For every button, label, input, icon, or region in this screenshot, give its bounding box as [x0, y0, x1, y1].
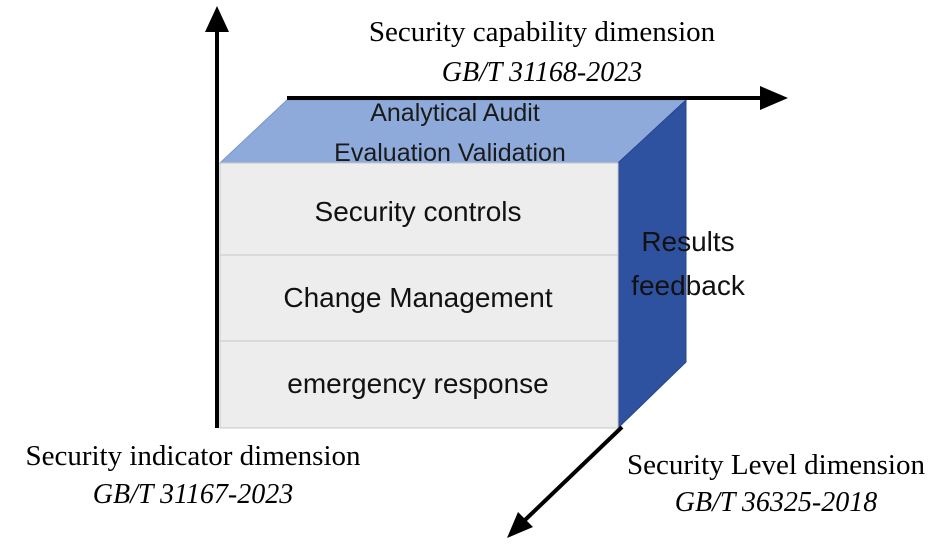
top-face-line2: Evaluation Validation: [334, 139, 566, 167]
row-emergency-response: emergency response: [287, 368, 548, 399]
capability-axis-standard: GB/T 31168-2023: [442, 57, 642, 88]
indicator-axis-title: Security indicator dimension: [25, 440, 361, 472]
capability-axis-title: Security capability dimension: [369, 16, 716, 48]
capability-axis-arrowhead: [760, 86, 788, 110]
side-face-line2: feedback: [631, 270, 746, 301]
level-axis-arrowhead: [507, 512, 533, 538]
row-security-controls: Security controls: [315, 196, 522, 227]
top-face-line1: Analytical Audit: [370, 99, 540, 127]
row-change-management: Change Management: [283, 282, 553, 313]
level-axis-title: Security Level dimension: [627, 449, 925, 481]
indicator-axis-arrowhead: [205, 6, 229, 32]
cube-front-face: [219, 162, 619, 429]
side-face-line1: Results: [641, 226, 734, 257]
level-axis-standard: GB/T 36325-2018: [675, 487, 878, 518]
indicator-axis-standard: GB/T 31167-2023: [93, 479, 293, 510]
level-axis: [523, 425, 624, 522]
